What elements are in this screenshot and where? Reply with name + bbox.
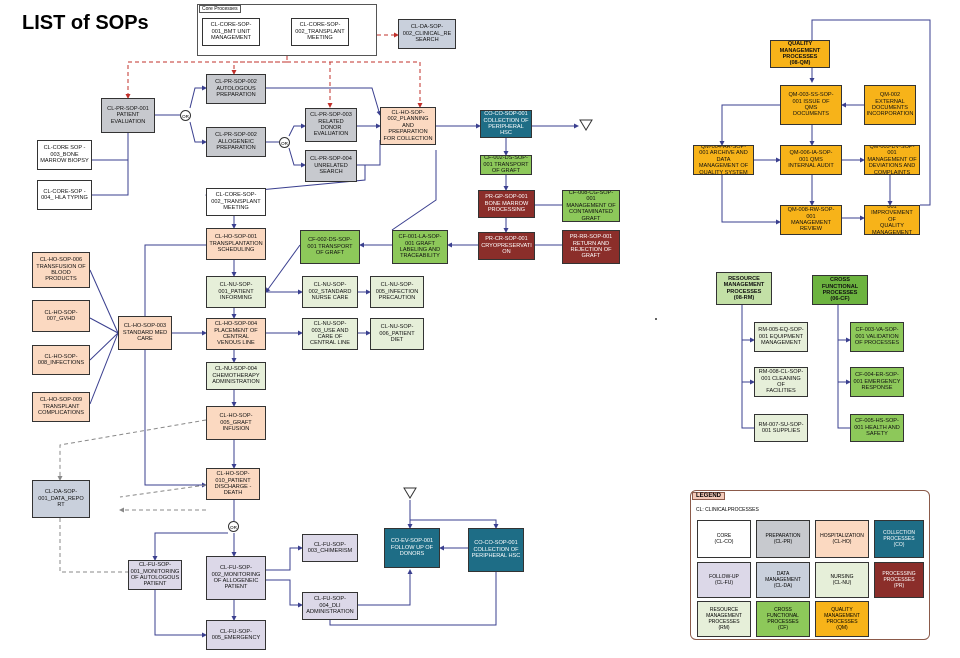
node-pr-003[interactable]: CL-PR-SOP-003 RELATED DONOR EVALUATION: [305, 108, 357, 142]
header-resource-management: RESOURCE MANAGEMENT PROCESSES (08-RM): [716, 272, 772, 305]
node-core-002-meeting[interactable]: CL-CORE-SOP- 002_TRANSPLANT MEETING: [206, 188, 266, 216]
legend-title: LEGEND: [692, 492, 726, 500]
header-quality-management: QUALITY MANAGEMENT PROCESSES (08-QM): [770, 40, 830, 68]
node-da-001[interactable]: CL-DA-SOP- 001_DATA_REPO RT: [32, 480, 90, 518]
node-ho-001[interactable]: CL-HO-SOP-001 TRANSPLANTATION SCHEDULING: [206, 228, 266, 260]
node-rm-008[interactable]: RM-008-CL-SOP- 001 CLEANING OF FACILITIE…: [754, 367, 808, 397]
node-qm-007[interactable]: QM-007-IM-SOP-001 IMPROVEMENT OF QUALITY…: [864, 205, 920, 235]
node-cf-001[interactable]: CF-001-LA-SOP- 001 GRAFT LABELING AND TR…: [392, 230, 448, 264]
node-nu-004[interactable]: CL-NU-SOP-004 CHEMOTHERAPY ADMINISTRATIO…: [206, 362, 266, 390]
node-rm-005[interactable]: RM-005-EQ-SOP- 001 EQUIPMENT MANAGEMENT: [754, 322, 808, 352]
legend-data-management: DATA MANAGEMENT (CL-DA): [756, 562, 810, 598]
node-fu-004[interactable]: CL-FU-SOP- 004_DLI ADMINISTRATION: [302, 592, 358, 620]
legend-nursing: NURSING (CL-NU): [815, 562, 869, 598]
node-ho-007[interactable]: CL-HO-SOP- 007_GVHD: [32, 300, 90, 332]
node-ho-002[interactable]: CL-HO-SOP- 002_PLANNING AND PREPARATION …: [380, 107, 436, 145]
node-ho-006[interactable]: CL-HO-SOP-006 TRANSFUSION OF BLOOD PRODU…: [32, 252, 90, 288]
node-core-002[interactable]: CL-CORE-SOP- 002_TRANSPLANT MEETING: [291, 18, 349, 46]
node-co-ev-001[interactable]: CO-EV-SOP-001 FOLLOW UP OF DONORS: [384, 528, 440, 568]
or-gate-3: OR: [228, 521, 239, 532]
header-cross-functional: CROSS FUNCTIONAL PROCESSES (06-CF): [812, 275, 868, 305]
node-cf-008[interactable]: CF-008-CG-SOP- 001 MANAGEMENT OF CONTAMI…: [562, 190, 620, 222]
node-ho-003[interactable]: CL-HO-SOP-003 STANDARD MED CARE: [118, 316, 172, 350]
node-qm-006[interactable]: QM-006-IA-SOP- 001 QMS INTERNAL AUDIT: [780, 145, 842, 175]
node-core-003[interactable]: CL-CORE SOP - 003_BONE MARROW BIOPSY: [37, 140, 92, 170]
node-qm-004[interactable]: QM-004-AR-SOP- 001 ARCHIVE AND DATA MANA…: [693, 145, 754, 175]
node-co-collection-2[interactable]: CO-CO-SOP-001 COLLECTION OF PERIPHERAL H…: [468, 528, 524, 572]
node-ho-005[interactable]: CL-HO-SOP- 005_GRAFT INFUSION: [206, 406, 266, 440]
node-nu-006[interactable]: CL-NU-SOP- 006_PATIENT DIET: [370, 318, 424, 350]
node-fu-001[interactable]: CL-FU-SOP- 001_MONITORING OF AUTOLOGOUS …: [128, 560, 182, 590]
node-co-collection-1[interactable]: CO-CO-SOP-001 COLLECTION OF PERIPHERAL H…: [480, 110, 532, 138]
node-pr-001[interactable]: CL-PR-SOP-001 PATIENT EVALUATION: [101, 98, 155, 133]
node-fu-003[interactable]: CL-FU-SOP- 003_CHIMERISM: [302, 534, 358, 562]
node-pr-cryo[interactable]: PR-CR-SOP-001 CRYOPRESERVATI ON: [478, 232, 535, 260]
legend-subtitle: CL: CLINICALPROCESSES: [696, 507, 759, 513]
node-qm-003[interactable]: QM-003-SS-SOP- 001 ISSUE OF QMS DOCUMENT…: [780, 85, 842, 125]
node-ho-004[interactable]: CL-HO-SOP-004 PLACEMENT OF CENTRAL VENOU…: [206, 318, 266, 350]
node-qm-008[interactable]: QM-008-RW-SOP- 001 MANAGEMENT REVIEW: [780, 205, 842, 235]
node-cf-003[interactable]: CF-003-VA-SOP- 001 VALIDATION OF PROCESS…: [850, 322, 904, 352]
core-processes-label: Core Processes: [199, 5, 241, 13]
legend-cross-functional: CROSS FUNCTIONAL PROCESSES (CF): [756, 601, 810, 637]
node-fu-005[interactable]: CL-FU-SOP- 005_EMERGENCY: [206, 620, 266, 650]
or-gate-1: OR: [180, 110, 191, 121]
node-ho-009[interactable]: CL-HO-SOP-009 TRANSPLANT COMPLICATIONS: [32, 392, 90, 422]
node-rm-007[interactable]: RM-007-SU-SOP- 001 SUPPLIES: [754, 414, 808, 442]
node-nu-002[interactable]: CL-NU-SOP- 002_STANDARD NURSE CARE: [302, 276, 358, 308]
node-pr-return[interactable]: PR-RR-SOP-001 RETURN AND REJECTION OF GR…: [562, 230, 620, 264]
node-nu-003[interactable]: CL-NU-SOP- 003_USE AND CARE OF CENTRAL L…: [302, 318, 358, 350]
node-da-002[interactable]: CL-DA-SOP- 002_CLINICAL_RE SEARCH: [398, 19, 456, 49]
node-core-004[interactable]: CL-CORE-SOP - 004_ HLA TYPING: [37, 180, 92, 210]
page-title: LIST of SOPs: [22, 12, 149, 34]
node-nu-001[interactable]: CL-NU-SOP- 001_PATIENT INFORMING: [206, 276, 266, 308]
node-core-001[interactable]: CL-CORE-SOP- 001_BMT UNIT MANAGEMENT: [202, 18, 260, 46]
legend-processing: PROCESSING PROCESSES (PR): [874, 562, 924, 598]
node-pr-002-allogeneic[interactable]: CL-PR-SOP-002 ALLOGENEIC PREPARATION: [206, 127, 266, 157]
node-nu-005[interactable]: CL-NU-SOP- 005_INFECTION PRECAUTION: [370, 276, 424, 308]
node-cf-002-a[interactable]: CF-002-DS-SOP- 001 TRANSPORT OF GRAFT: [480, 155, 532, 175]
node-qm-002[interactable]: QM-002 EXTERNAL DOCUMENTS INCORPORATION: [864, 85, 916, 125]
node-cf-004[interactable]: CF-004-ER-SOP- 001 EMERGENCY RESPONSE: [850, 367, 904, 397]
node-qm-005[interactable]: QM-005-DV-SOP- 001 MANAGEMENT OF DEVIATI…: [864, 145, 920, 175]
legend-core: CORE (CL-CO): [697, 520, 751, 558]
legend-quality-management: QUALITY MANAGEMENT PROCESSES (QM): [815, 601, 869, 637]
stray-dot: [655, 318, 657, 320]
node-cf-002-b[interactable]: CF-002-DS-SOP- 001 TRANSPORT OF GRAFT: [300, 230, 360, 264]
node-cf-005[interactable]: CF-005-HS-SOP- 001 HEALTH AND SAFETY: [850, 414, 904, 442]
legend-resource-management: RESOURCE MANAGEMENT PROCESSES (RM): [697, 601, 751, 637]
node-pr-bone-marrow[interactable]: PR-GP-SOP-001 BONE MARROW PROCESSING: [478, 190, 535, 218]
legend-hospitalization: HOSPITALIZATION (CL-HO): [815, 520, 869, 558]
or-gate-2: OR: [279, 137, 290, 148]
node-pr-002-autologous[interactable]: CL-PR-SOP-002 AUTOLOGOUS PREPARATION: [206, 74, 266, 104]
legend-collection: COLLECTION PROCESSES (CO): [874, 520, 924, 558]
legend-follow-up: FOLLOW-UP (CL-FU): [697, 562, 751, 598]
node-ho-008[interactable]: CL-HO-SOP- 008_INFECTIONS: [32, 345, 90, 375]
node-ho-010[interactable]: CL-HO-SOP- 010_PATIENT DISCHARGE - DEATH: [206, 468, 260, 500]
legend-preparation: PREPARATION (CL-PR): [756, 520, 810, 558]
node-fu-002[interactable]: CL-FU-SOP- 002_MONITORING OF ALLOGENEIC …: [206, 556, 266, 600]
node-pr-004[interactable]: CL-PR-SOP-004 UNRELATED SEARCH: [305, 150, 357, 182]
